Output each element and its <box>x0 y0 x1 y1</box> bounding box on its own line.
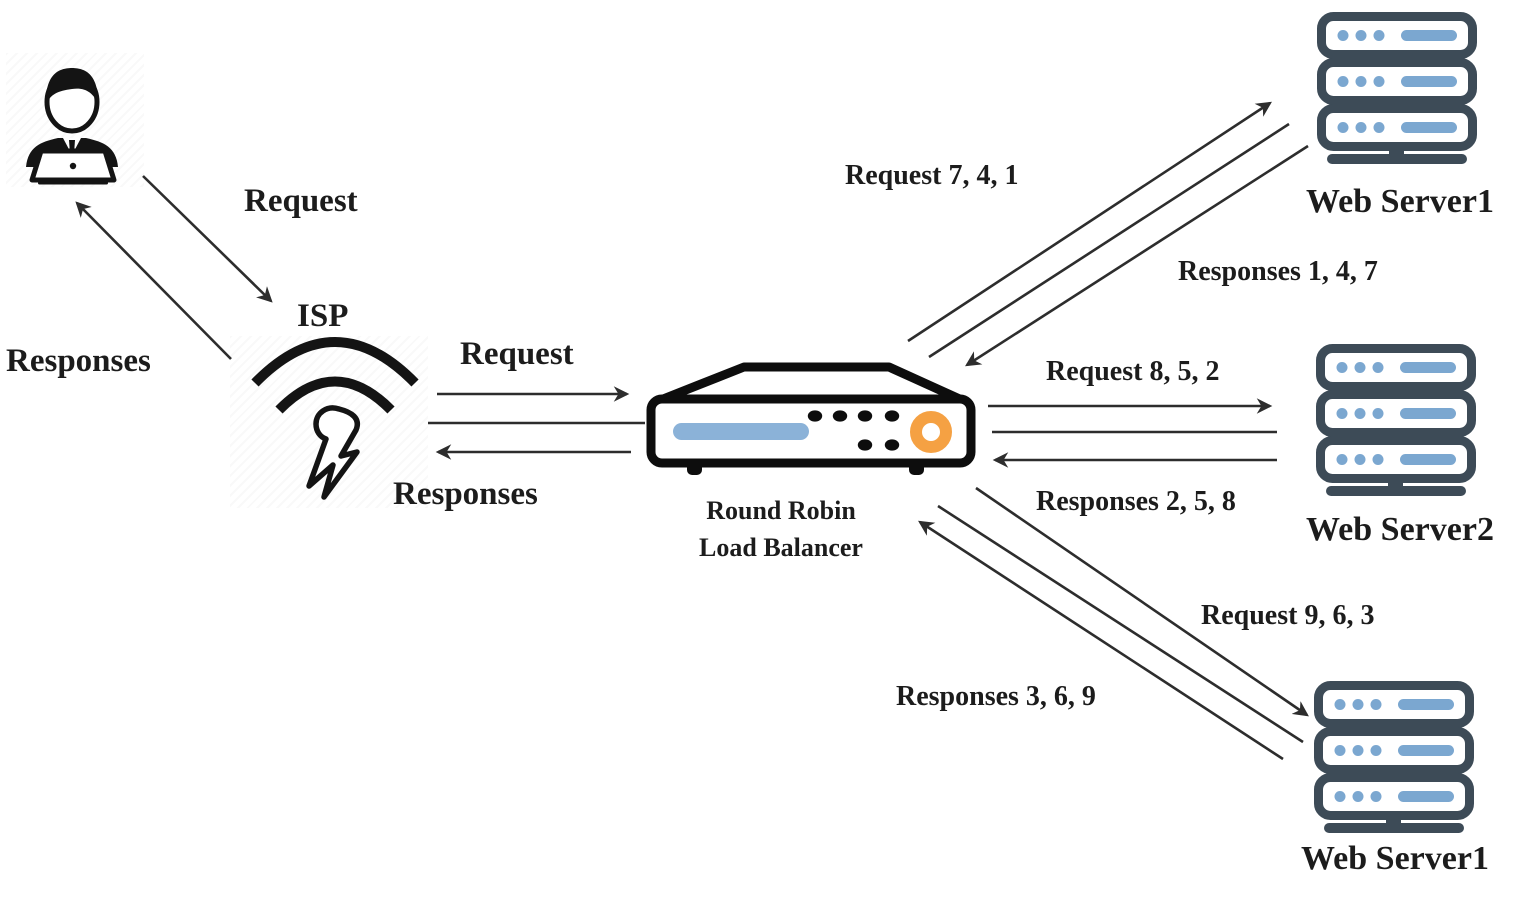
load-balancer-label: Round Robin Load Balancer <box>646 492 916 566</box>
arrow-user-to-isp-request <box>142 175 273 303</box>
isp-label: ISP <box>297 298 349 334</box>
isp-lb-request-label: Request <box>460 336 574 372</box>
webserver-bottom-lb-responses-label: Responses 3, 6, 9 <box>896 681 1096 712</box>
user-isp-request-label: Request <box>244 183 358 219</box>
server-rack-icon-bottom <box>1314 681 1474 833</box>
user-isp-responses-label: Responses <box>6 343 151 379</box>
arrow-lb-to-webserver-bottom-request <box>975 486 1309 717</box>
webserver-middle-lb-responses-label: Responses 2, 5, 8 <box>1036 486 1236 517</box>
person-at-laptop-icon <box>26 68 118 185</box>
server-rack-icon-top <box>1317 12 1477 164</box>
arrow-isp-to-user-responses <box>75 201 232 360</box>
wifi-lightning-icon <box>251 337 419 500</box>
load-balancer-label-line2: Load Balancer <box>699 533 863 562</box>
line-lb-webserver-top-middle <box>928 122 1290 359</box>
webserver-top-label: Web Server1 <box>1306 183 1494 220</box>
arrow-webserver-top-to-lb-responses <box>965 144 1309 367</box>
webserver-middle-label: Web Server2 <box>1306 511 1494 548</box>
load-balancer-appliance-icon <box>646 362 976 475</box>
server-rack-icon-middle <box>1316 344 1476 496</box>
webserver-bottom-label: Web Server1 <box>1301 840 1489 877</box>
lb-webserver-bottom-request-label: Request 9, 6, 3 <box>1201 600 1375 631</box>
line-lb-webserver-bottom-middle <box>937 504 1304 744</box>
webserver-top-lb-responses-label: Responses 1, 4, 7 <box>1178 256 1378 287</box>
lb-webserver-top-request-label: Request 7, 4, 1 <box>845 160 1019 191</box>
isp-lb-responses-label: Responses <box>393 476 538 512</box>
arrow-webserver-bottom-to-lb-responses <box>918 520 1284 761</box>
lb-webserver-middle-request-label: Request 8, 5, 2 <box>1046 356 1220 387</box>
arrow-lb-to-webserver-top-request <box>907 101 1272 343</box>
load-balancer-label-line1: Round Robin <box>706 496 856 525</box>
